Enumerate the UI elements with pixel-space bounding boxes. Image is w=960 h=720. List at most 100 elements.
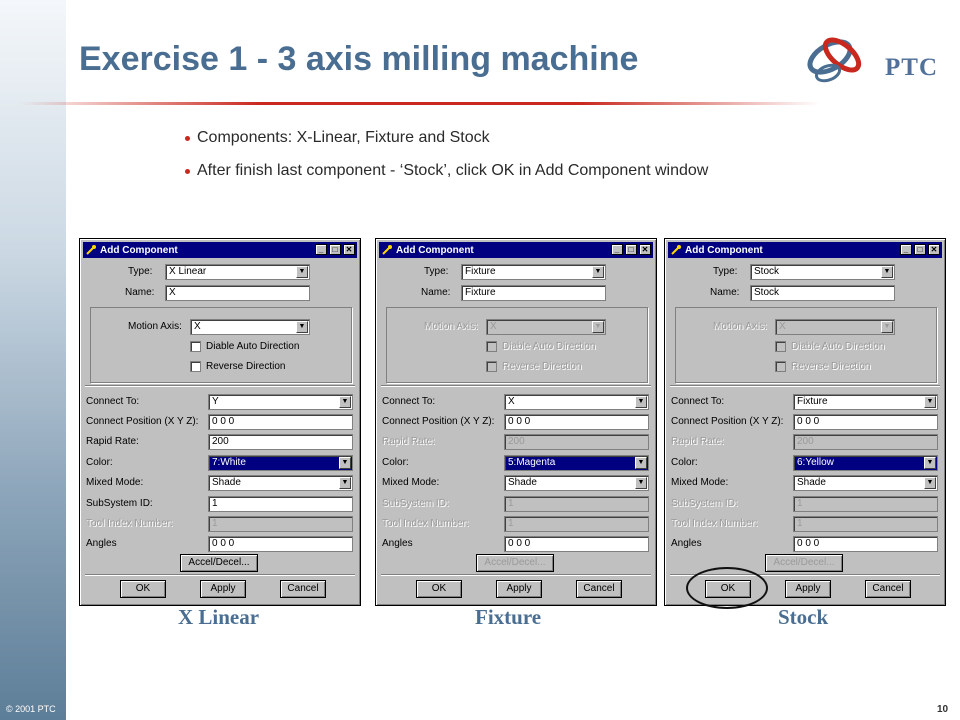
ptc-logo-icon (807, 37, 862, 83)
rapid-rate-input[interactable]: 200 (208, 434, 353, 450)
ok-button[interactable]: OK (416, 580, 462, 598)
diable-auto-direction-checkbox[interactable] (775, 341, 786, 352)
tool-index-label: Tool Index Number: (671, 518, 758, 529)
dialog-titlebar[interactable]: Add Component _ □ ✕ (668, 242, 942, 258)
chevron-down-icon: ▼ (296, 321, 308, 333)
color-dropdown[interactable]: 6:Yellow▼ (793, 455, 938, 471)
angles-input[interactable]: 0 0 0 (208, 536, 353, 552)
cancel-button[interactable]: Cancel (576, 580, 622, 598)
apply-button[interactable]: Apply (200, 580, 246, 598)
close-button[interactable]: ✕ (639, 244, 651, 255)
connect-position-label: Connect Position (X Y Z): (382, 416, 495, 427)
separator (381, 385, 651, 387)
caption-fixture: Fixture (475, 605, 542, 629)
bullet-dot-icon (185, 135, 190, 141)
separator (85, 385, 355, 387)
chevron-down-icon: ▼ (635, 396, 647, 408)
add-component-dialog-2: Add Component _ □ ✕ Type: Fixture▼ Name:… (375, 238, 657, 606)
type-label: Type: (128, 266, 153, 277)
apply-button[interactable]: Apply (785, 580, 831, 598)
tool-index-input[interactable]: 1 (793, 516, 938, 532)
tool-index-input[interactable]: 1 (208, 516, 353, 532)
subsystem-id-input[interactable]: 1 (793, 496, 938, 512)
slide-title: Exercise 1 - 3 axis milling machine (79, 40, 639, 78)
subsystem-id-input[interactable]: 1 (504, 496, 649, 512)
connect-to-dropdown[interactable]: X▼ (504, 394, 649, 410)
motion-axis-dropdown[interactable]: X▼ (190, 319, 310, 335)
ok-button[interactable]: OK (120, 580, 166, 598)
chevron-down-icon: ▼ (339, 396, 351, 408)
connect-to-label: Connect To: (382, 396, 436, 407)
tool-index-input[interactable]: 1 (504, 516, 649, 532)
color-value: 6:Yellow (797, 457, 834, 468)
separator (381, 574, 651, 576)
motion-axis-group (675, 307, 937, 383)
connect-position-input[interactable]: 0 0 0 (793, 414, 938, 430)
accel-decel-button[interactable]: Accel/Decel... (765, 554, 843, 572)
motion-axis-label: Motion Axis: (128, 321, 182, 332)
connect-position-input[interactable]: 0 0 0 (208, 414, 353, 430)
reverse-direction-checkbox[interactable] (486, 361, 497, 372)
type-dropdown[interactable]: Fixture ▼ (461, 264, 606, 280)
rapid-rate-input[interactable]: 200 (504, 434, 649, 450)
mixed-mode-dropdown[interactable]: Shade▼ (504, 475, 649, 491)
mixed-mode-dropdown[interactable]: Shade▼ (793, 475, 938, 491)
minimize-button[interactable]: _ (611, 244, 623, 255)
minimize-button[interactable]: _ (900, 244, 912, 255)
close-button[interactable]: ✕ (343, 244, 355, 255)
angles-label: Angles (671, 538, 702, 549)
cancel-button[interactable]: Cancel (865, 580, 911, 598)
angles-input[interactable]: 0 0 0 (793, 536, 938, 552)
dialog-titlebar[interactable]: Add Component _ □ ✕ (379, 242, 653, 258)
connect-to-label: Connect To: (671, 396, 725, 407)
motion-axis-group (90, 307, 352, 383)
name-input[interactable]: Stock (750, 285, 895, 301)
connect-to-value: X (508, 396, 515, 407)
type-value: Stock (754, 266, 780, 277)
bullet-text: After finish last component - ‘Stock’, c… (197, 162, 709, 179)
rapid-rate-label: Rapid Rate: (671, 436, 724, 447)
chevron-down-icon: ▼ (924, 396, 936, 408)
angles-label: Angles (382, 538, 413, 549)
type-dropdown[interactable]: X Linear▼ (165, 264, 310, 280)
color-dropdown[interactable]: 5:Magenta▼ (504, 455, 649, 471)
connect-to-dropdown[interactable]: Y▼ (208, 394, 353, 410)
reverse-direction-checkbox[interactable] (190, 361, 201, 372)
minimize-button[interactable]: _ (315, 244, 327, 255)
color-dropdown[interactable]: 7:White▼ (208, 455, 353, 471)
chevron-down-icon: ▼ (592, 266, 604, 278)
tool-index-label: Tool Index Number: (86, 518, 173, 529)
type-label: Type: (713, 266, 738, 277)
mixed-mode-label: Mixed Mode: (671, 477, 729, 488)
name-input[interactable]: Fixture (461, 285, 606, 301)
motion-axis-dropdown[interactable]: X▼ (486, 319, 606, 335)
diable-auto-direction-checkbox[interactable] (486, 341, 497, 352)
accel-decel-button[interactable]: Accel/Decel... (180, 554, 258, 572)
ptc-logo-text: PTC (885, 54, 938, 81)
close-button[interactable]: ✕ (928, 244, 940, 255)
motion-axis-dropdown[interactable]: X▼ (775, 319, 895, 335)
type-dropdown[interactable]: Stock▼ (750, 264, 895, 280)
motion-axis-value: X (490, 321, 497, 332)
diable-auto-direction-checkbox[interactable] (190, 341, 201, 352)
name-input[interactable]: X (165, 285, 310, 301)
maximize-button[interactable]: □ (914, 244, 926, 255)
apply-button[interactable]: Apply (496, 580, 542, 598)
subsystem-id-input[interactable]: 1 (208, 496, 353, 512)
mixed-mode-dropdown[interactable]: Shade▼ (208, 475, 353, 491)
angles-input[interactable]: 0 0 0 (504, 536, 649, 552)
caption-stock: Stock (778, 605, 829, 629)
ok-highlight-circle (686, 567, 768, 609)
accel-decel-button[interactable]: Accel/Decel... (476, 554, 554, 572)
cancel-button[interactable]: Cancel (280, 580, 326, 598)
rapid-rate-input[interactable]: 200 (793, 434, 938, 450)
dialog-titlebar[interactable]: Add Component _ □ ✕ (83, 242, 357, 258)
reverse-direction-checkbox[interactable] (775, 361, 786, 372)
type-value: Fixture (465, 266, 496, 277)
connect-to-value: Fixture (797, 396, 828, 407)
maximize-button[interactable]: □ (625, 244, 637, 255)
connect-position-input[interactable]: 0 0 0 (504, 414, 649, 430)
maximize-button[interactable]: □ (329, 244, 341, 255)
connect-to-dropdown[interactable]: Fixture ▼ (793, 394, 938, 410)
dialog-title: Add Component (100, 244, 178, 256)
